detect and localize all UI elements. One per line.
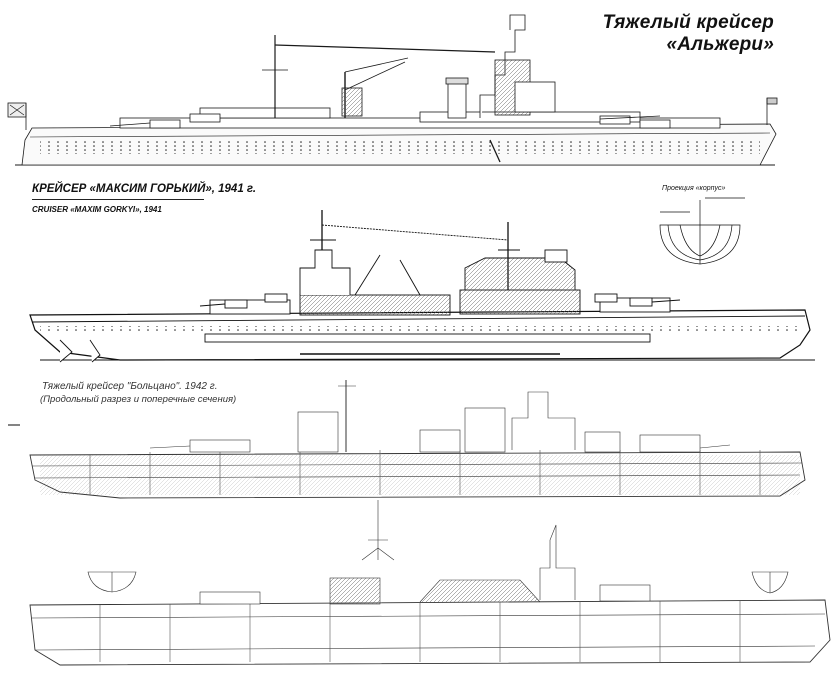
bolzano-section-drawing bbox=[8, 380, 806, 499]
maxim-gorkyi-caption-en: CRUISER «MAXIM GORKYI», 1941 bbox=[32, 205, 162, 214]
body-projection-label: Проекция «корпус» bbox=[662, 185, 726, 192]
caption-underline bbox=[32, 199, 204, 200]
page-title-line-2: «Альжери» bbox=[666, 34, 774, 55]
maxim-gorkyi-caption-ru: КРЕЙСЕР «МАКСИМ ГОРЬКИЙ», 1941 г. bbox=[32, 183, 257, 195]
page-title: Тяжелый крейсер «Альжери» bbox=[603, 12, 774, 56]
maxim-gorkyi-profile-drawing bbox=[29, 210, 815, 363]
bolzano-section-2-drawing bbox=[29, 500, 831, 666]
algerie-profile-drawing bbox=[7, 14, 778, 166]
body-projection-drawing bbox=[659, 197, 745, 265]
page-title-line-1: Тяжелый крейсер bbox=[602, 12, 774, 33]
bolzano-subtitle: (Продольный разрез и поперечные сечения) bbox=[40, 394, 237, 405]
bolzano-title: Тяжелый крейсер "Больцано". 1942 г. bbox=[42, 381, 218, 392]
